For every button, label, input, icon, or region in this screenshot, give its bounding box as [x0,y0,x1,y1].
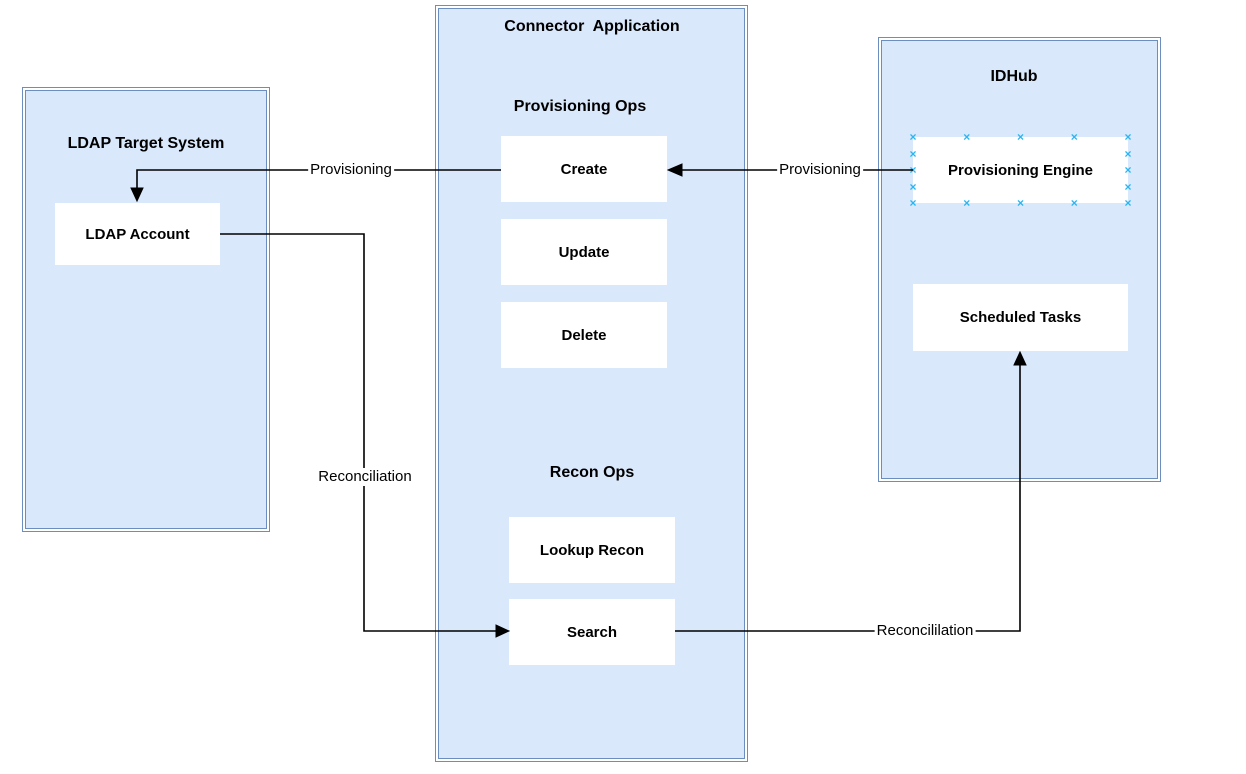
connection-point-icon[interactable]: × [1124,196,1132,210]
idhub-container[interactable] [881,40,1158,479]
edge-label-provisioning-right[interactable]: Provisioning [777,161,863,179]
connection-point-icon[interactable]: × [909,130,917,144]
edge-label-provisioning-left[interactable]: Provisioning [308,161,394,179]
connection-point-icon[interactable]: × [1124,146,1132,161]
node-ldap-account[interactable]: LDAP Account [55,203,220,265]
connection-point-icon[interactable]: × [909,196,917,210]
node-update[interactable]: Update [501,219,667,285]
node-delete[interactable]: Delete [501,302,667,368]
ldap-target-system-title: LDAP Target System [67,135,225,152]
idhub-title: IDHub [990,68,1038,85]
connection-point-icon[interactable]: × [909,179,917,194]
connection-point-icon[interactable]: × [1124,179,1132,194]
node-provisioning-engine[interactable]: Provisioning Engine × × × × × × × × × × … [909,131,1132,209]
connection-point-icon[interactable]: × [1016,196,1025,210]
provisioning-ops-section-title: Provisioning Ops [513,98,647,115]
connector-application-title: Connector Application [504,18,680,35]
edge-label-reconciliation[interactable]: Reconciliation [316,468,414,486]
connection-point-icon[interactable]: × [963,130,971,144]
ldap-target-system-container[interactable] [25,90,267,529]
connection-point-icon[interactable]: × [963,196,971,210]
node-create[interactable]: Create [501,136,667,202]
node-lookup-recon[interactable]: Lookup Recon [509,517,675,583]
node-search[interactable]: Search [509,599,675,665]
recon-ops-section-title: Recon Ops [549,464,635,481]
node-scheduled-tasks[interactable]: Scheduled Tasks [913,284,1128,351]
edge-label-reconcililation[interactable]: Reconcililation [874,622,976,640]
connection-point-icon[interactable]: × [909,163,917,177]
connection-point-icon[interactable]: × [909,146,917,161]
connection-point-icon[interactable]: × [1070,130,1078,144]
connection-point-icon[interactable]: × [1016,130,1025,144]
node-provisioning-engine-label: Provisioning Engine [947,161,1093,179]
connection-point-icon[interactable]: × [1124,130,1132,144]
connection-point-icon[interactable]: × [1124,163,1132,177]
connection-point-icon[interactable]: × [1070,196,1078,210]
